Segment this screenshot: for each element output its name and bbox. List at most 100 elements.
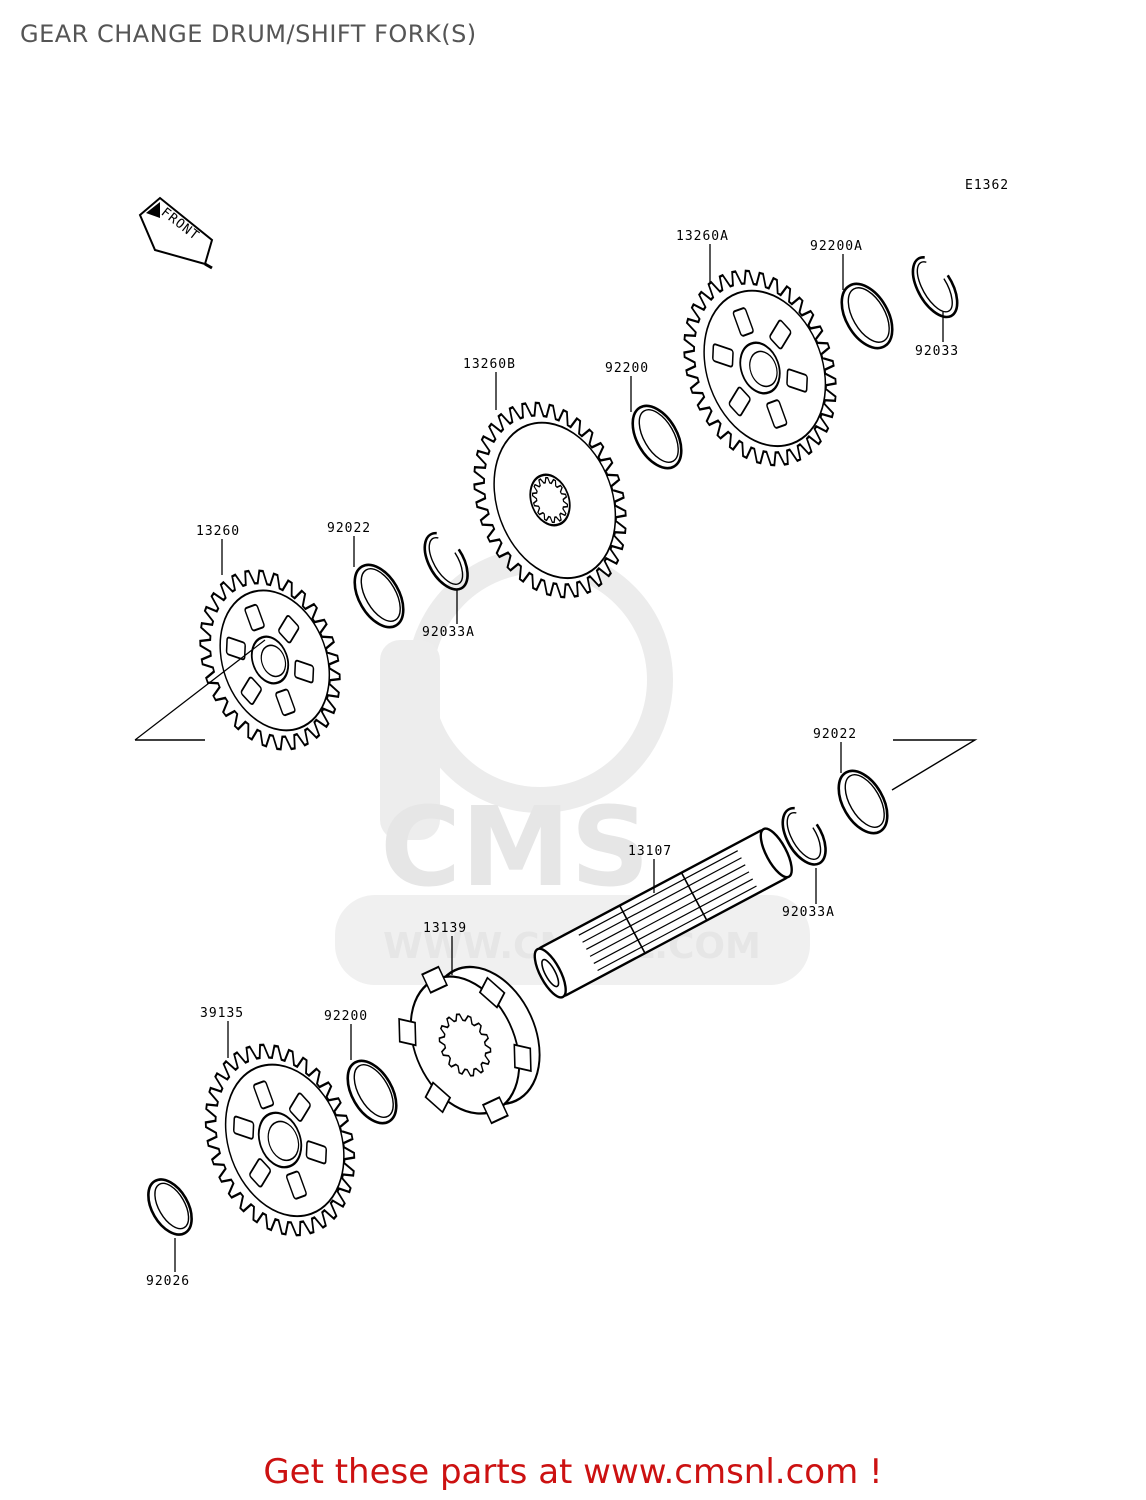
callout-label-92022-right: 92022: [813, 727, 857, 742]
circlip-92033a-right-outer: [781, 806, 827, 866]
dog-tooth: [478, 976, 506, 1009]
shaft-groove: [618, 905, 646, 954]
gear-13260-window: [225, 636, 246, 661]
callout-label-13260b: 13260B: [463, 357, 516, 372]
gear-39135-window: [232, 1115, 255, 1140]
gear-13260a-window: [786, 368, 808, 393]
washer-92022-right-outer: [837, 769, 889, 835]
shaft-spline-line: [597, 885, 757, 972]
callout-label-92200-top: 92200: [605, 361, 649, 376]
circlip-92033: [911, 256, 959, 319]
dog-tooth: [421, 965, 449, 994]
front-arrow-icon: FRONT: [138, 196, 214, 270]
gear-13260-window: [294, 659, 315, 684]
washer-92200-bottom-inner: [353, 1064, 394, 1118]
gear-39135-rim: [224, 1063, 345, 1218]
washer-92200a: [840, 282, 894, 350]
washer-92022-top-inner: [360, 568, 401, 622]
washer-92026-inner: [154, 1182, 190, 1230]
washer-92022-top: [353, 563, 405, 629]
gear-13260a-bore: [749, 350, 778, 388]
dog-tooth: [424, 1081, 452, 1114]
washer-92200-top: [631, 404, 683, 470]
gear-13260-window: [278, 615, 300, 644]
shaft-end: [759, 827, 793, 879]
shaft-spline-line: [586, 864, 746, 950]
washer-92022-right: [837, 769, 889, 835]
page-title: GEAR CHANGE DRUM/SHIFT FORK(S): [20, 20, 477, 48]
gear-39135-bore: [267, 1120, 300, 1162]
guide-line-left-diag: [134, 639, 266, 741]
circlip-92033a-right: [781, 806, 827, 866]
gear-13260a: [683, 269, 837, 467]
callout-label-13260: 13260: [196, 524, 240, 539]
callout-label-13260a: 13260A: [676, 229, 729, 244]
dog-tooth: [398, 1017, 417, 1047]
gear-13260a-rim: [703, 289, 827, 448]
shaft-end-bore: [541, 958, 560, 988]
washer-92022-right-inner: [844, 774, 885, 828]
washer-92026: [147, 1178, 193, 1236]
shaft-spline-line: [593, 878, 754, 964]
parts-group: [134, 256, 978, 1237]
circlip-92033-inner: [916, 261, 953, 313]
callout-label-92200-bottom: 92200: [324, 1009, 368, 1024]
washer-92200a-outer: [840, 282, 894, 350]
gear-13260a-window: [728, 386, 751, 417]
gear-13260a-window: [732, 307, 754, 337]
shaft-spline-line: [578, 850, 739, 936]
gear-13260a-window: [769, 319, 792, 350]
guide-line-right: [891, 739, 978, 791]
dog-tooth: [513, 1043, 532, 1073]
washer-92200-top-inner: [638, 409, 679, 463]
watermark-brand: CMS: [380, 783, 649, 911]
washer-92200-bottom-outer: [346, 1059, 398, 1125]
gear-39135-window: [289, 1092, 311, 1122]
callout-label-92200a: 92200A: [810, 239, 863, 254]
callout-label-92022-top: 92022: [327, 521, 371, 536]
gear-13260-window: [244, 603, 265, 632]
circlip-92033a-top: [423, 531, 469, 591]
dog-spline: [438, 1013, 492, 1077]
gear-13260a-window: [766, 399, 788, 429]
shaft-spline-line: [589, 871, 750, 957]
washer-92200-bottom: [346, 1059, 398, 1125]
gear-13260-bore: [260, 644, 287, 678]
parts-diagram: CMS WWW.CMSNL.COM E1362 FRONT 13260A 9220…: [134, 178, 1009, 1289]
washer-92200a-inner: [847, 287, 890, 343]
washer-92200-top-outer: [631, 404, 683, 470]
washer-92022-top-outer: [353, 563, 405, 629]
footer-link[interactable]: Get these parts at www.cmsnl.com !: [263, 1452, 883, 1492]
gear-13260b: [473, 401, 627, 599]
shaft-13107: [533, 827, 793, 999]
gear-13260a-window: [712, 343, 734, 368]
callout-label-13139: 13139: [423, 921, 467, 936]
reference-code: E1362: [965, 178, 1009, 193]
callout-label-92026: 92026: [146, 1274, 190, 1289]
gear-13260b-rim: [493, 421, 617, 580]
shaft-groove: [680, 872, 708, 921]
circlip-92033-outer: [911, 256, 959, 319]
callout-label-92033a-right: 92033A: [782, 905, 835, 920]
callout-label-92033: 92033: [915, 344, 959, 359]
callout-label-39135: 39135: [200, 1006, 244, 1021]
watermark: CMS WWW.CMSNL.COM: [335, 547, 810, 985]
circlip-92033a-top-inner: [428, 536, 464, 585]
gear-39135-window: [253, 1080, 274, 1110]
dog-13139: [398, 965, 541, 1125]
gear-13260-rim: [219, 589, 331, 732]
gear-13260b-spline: [531, 476, 569, 524]
dog-tooth: [481, 1096, 509, 1125]
callouts-group: 13260A 92200A 92033 13260B 92200 13260 92022 92…: [146, 229, 959, 1289]
gear-39135-window: [305, 1140, 328, 1165]
gear-13260-window: [240, 676, 262, 705]
shaft-spline-line: [582, 857, 742, 943]
gear-39135: [204, 1043, 356, 1237]
circlip-92033a-top-outer: [423, 531, 469, 591]
gear-39135-window: [249, 1158, 271, 1188]
circlip-92033a-right-inner: [786, 811, 822, 860]
callout-label-92033a-top: 92033A: [422, 625, 475, 640]
gear-39135-window: [286, 1170, 307, 1200]
washer-92026-outer: [147, 1178, 193, 1236]
gear-13260-window: [275, 688, 296, 717]
